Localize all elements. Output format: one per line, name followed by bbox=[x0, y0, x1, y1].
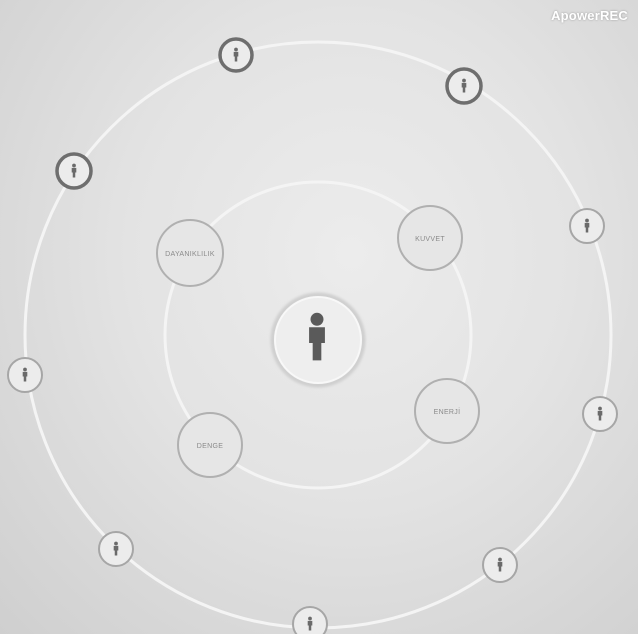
outer-person-1 bbox=[218, 37, 254, 73]
node-label: KUVVET bbox=[415, 236, 445, 243]
outer-person-7 bbox=[98, 531, 134, 567]
node-label: DENGE bbox=[197, 443, 223, 450]
outer-person-8 bbox=[482, 547, 518, 583]
inner-orbit-ring bbox=[163, 180, 473, 490]
outer-person-3 bbox=[55, 152, 93, 190]
outer-person-5 bbox=[7, 357, 43, 393]
watermark-text: ApowerREC bbox=[551, 8, 628, 23]
outer-person-4 bbox=[569, 208, 605, 244]
outer-person-6 bbox=[582, 396, 618, 432]
node-label: DAYANIKLILIK bbox=[165, 251, 215, 258]
node-denge: DENGE bbox=[177, 412, 243, 478]
center-person bbox=[270, 292, 366, 388]
outer-person-2 bbox=[445, 67, 483, 105]
node-enerji: ENERJİ bbox=[414, 378, 480, 444]
node-kuvvet: KUVVET bbox=[397, 205, 463, 271]
outer-person-9 bbox=[292, 606, 328, 634]
node-label: ENERJİ bbox=[434, 407, 461, 416]
node-dayaniklilik: DAYANIKLILIK bbox=[156, 219, 224, 287]
